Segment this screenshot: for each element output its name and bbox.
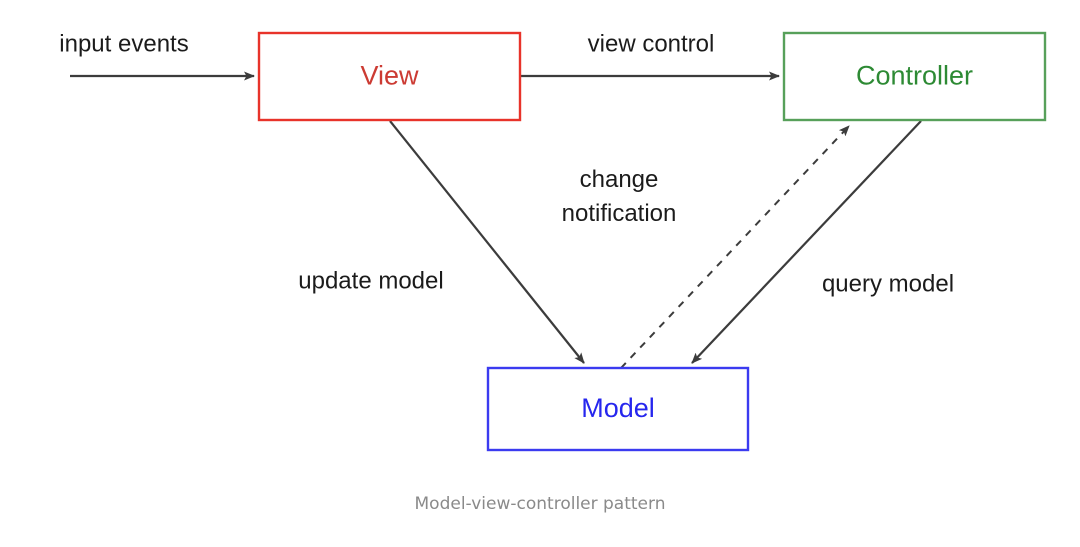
edge-label-input-events: input events	[59, 30, 188, 57]
model-label: Model	[581, 393, 655, 423]
controller-box[interactable]	[782, 31, 1047, 122]
edge-change-notification-line	[620, 125, 850, 369]
node-view[interactable]: View	[257, 31, 522, 122]
controller-label: Controller	[856, 61, 973, 91]
node-controller[interactable]: Controller	[782, 31, 1047, 122]
edge-update-model-line	[389, 120, 585, 364]
edge-label-query-model: query model	[822, 270, 954, 297]
model-box[interactable]	[486, 366, 750, 452]
edge-query-model-line	[691, 120, 922, 364]
edge-label-view-control: view control	[588, 30, 715, 57]
diagram-caption: Model-view-controller pattern	[415, 494, 666, 514]
edges-layer	[70, 71, 922, 369]
edge-label-update-model: update model	[298, 267, 443, 294]
node-model[interactable]: Model	[486, 366, 750, 452]
view-label: View	[360, 61, 419, 91]
view-box[interactable]	[257, 31, 522, 122]
edge-labels-layer: input events view control update model c…	[59, 30, 954, 297]
